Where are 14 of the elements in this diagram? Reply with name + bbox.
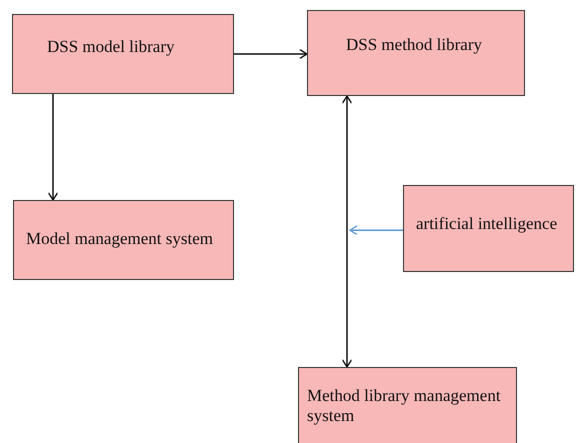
arrow [342, 95, 352, 368]
process-box [13, 200, 234, 280]
arrow [234, 48, 308, 60]
process-box [403, 185, 574, 272]
node-label: DSS method library [346, 35, 482, 55]
node-label: Method library management system [307, 386, 502, 426]
arrow [48, 94, 58, 201]
node-label: artificial intelligence [416, 214, 558, 234]
node-label: Model management system [26, 229, 213, 249]
node-label: DSS model library [47, 37, 174, 57]
process-box [12, 14, 234, 94]
process-box [307, 10, 525, 96]
arrow [349, 225, 403, 236]
process-box [298, 367, 517, 443]
